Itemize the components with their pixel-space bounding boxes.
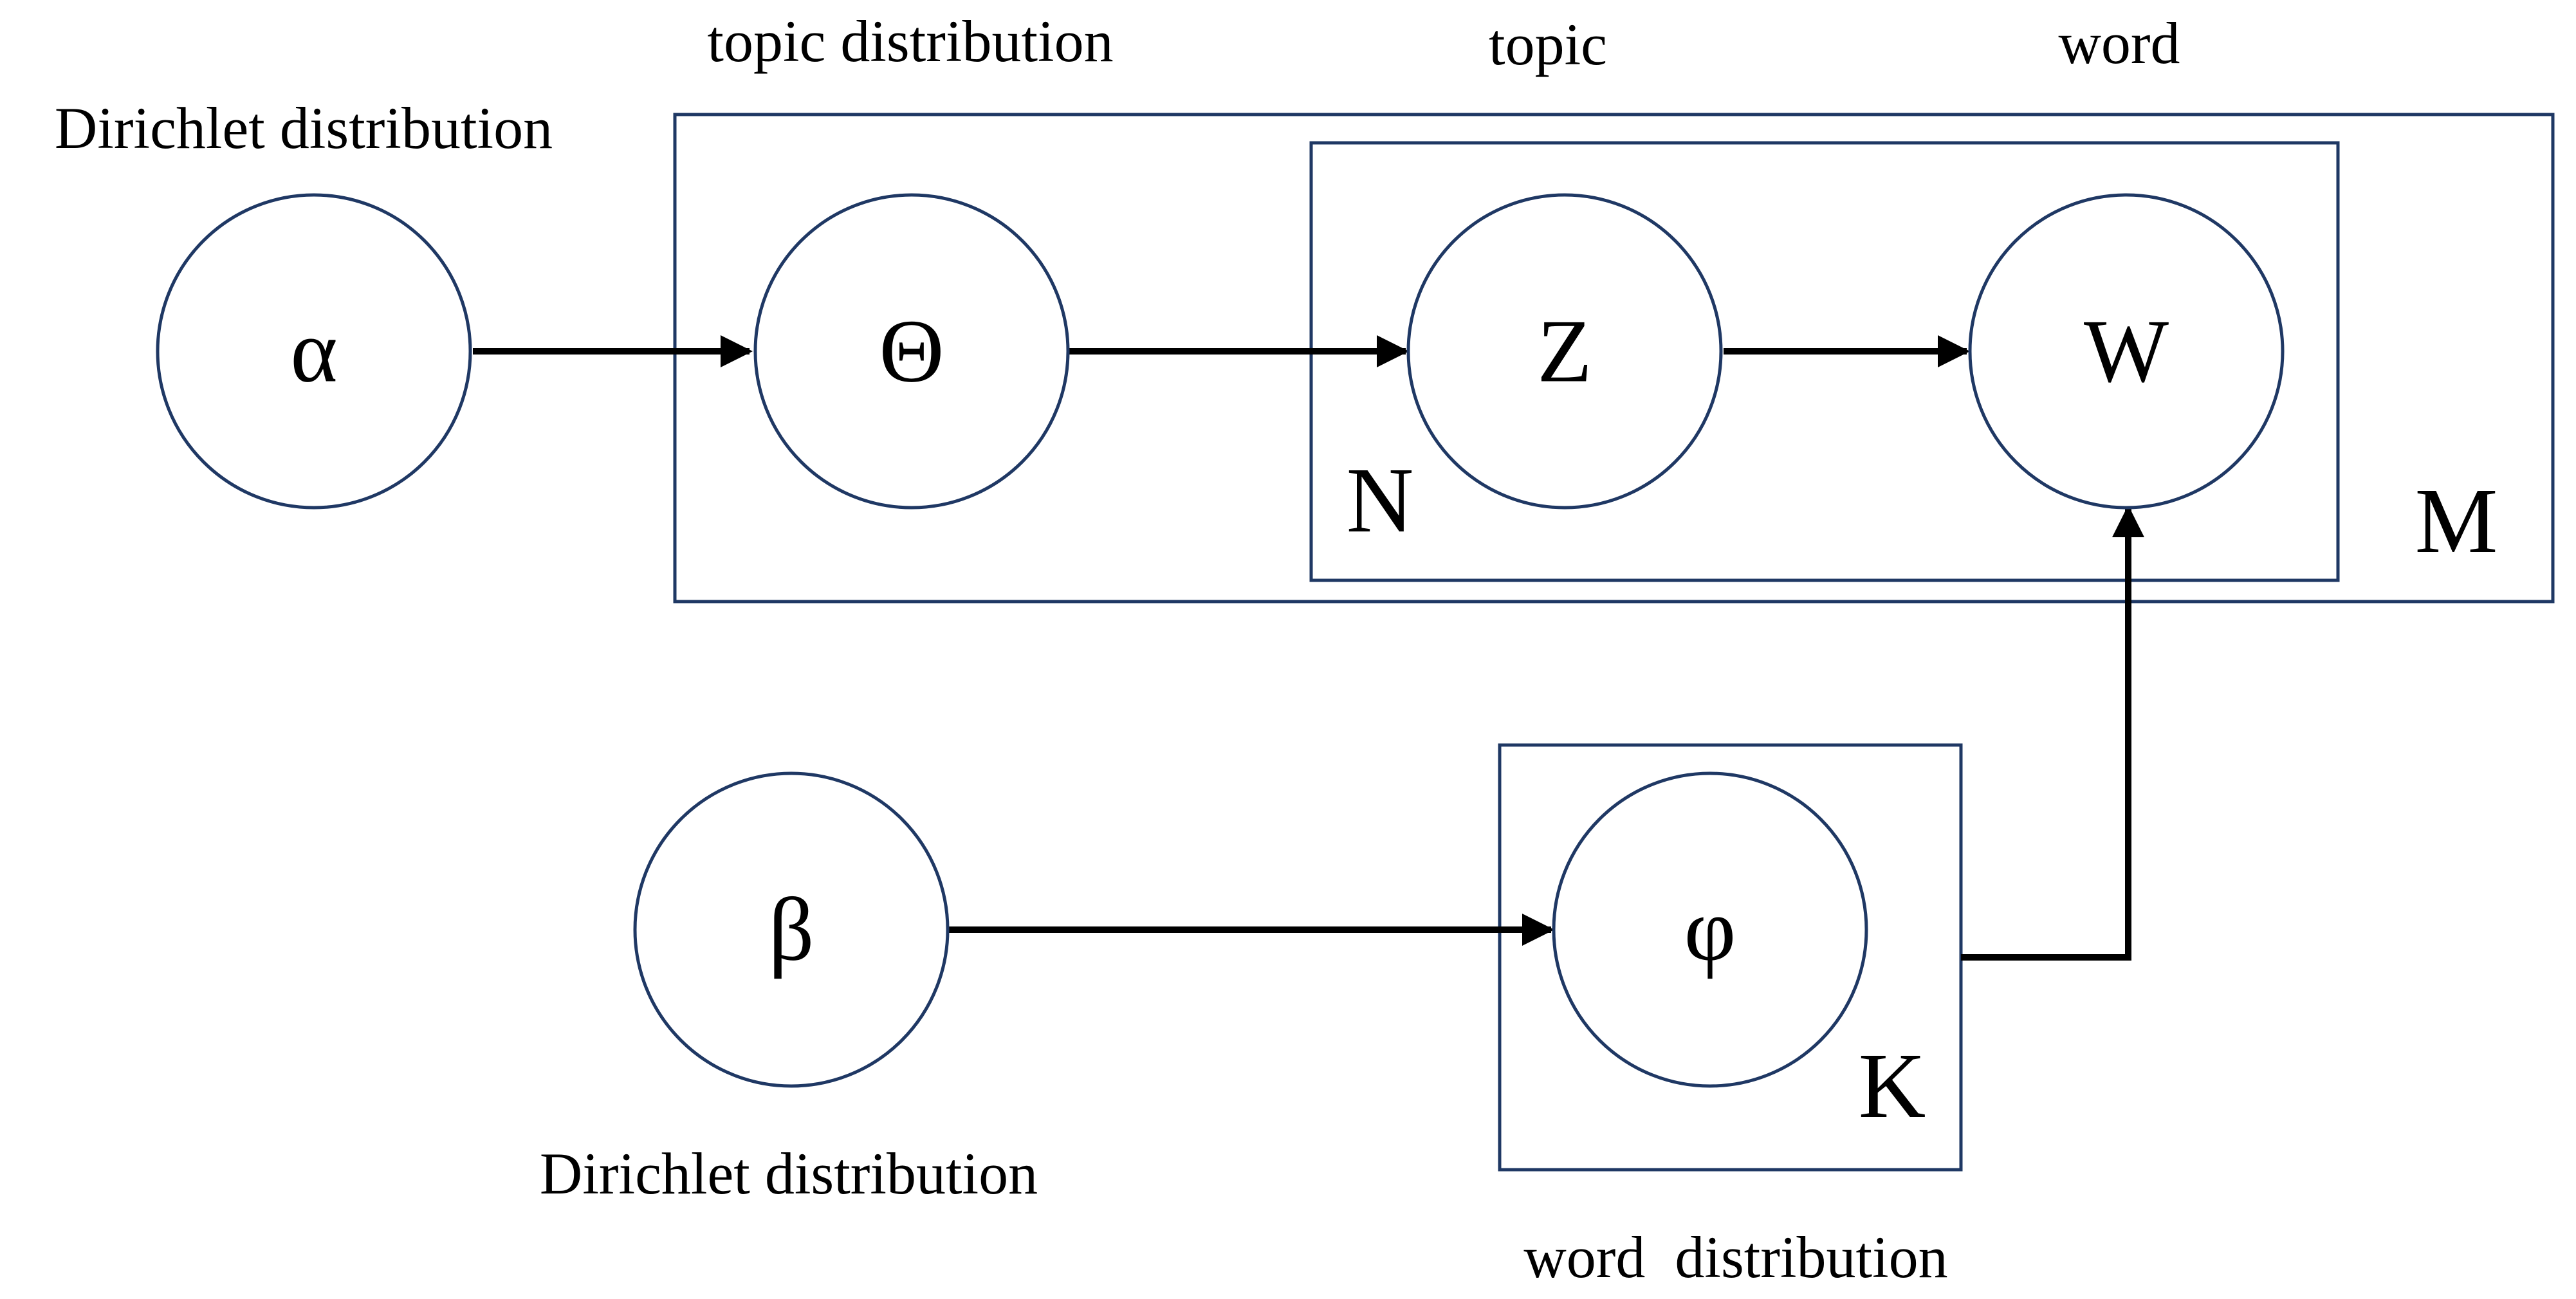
node-theta: Θ [753,193,1070,510]
node-z-symbol: Z [1537,302,1592,401]
plate-m-label: M [2415,470,2498,573]
caption-dirichlet-top: Dirichlet distribution [55,95,553,161]
node-phi: φ [1552,771,1868,1088]
node-alpha-symbol: α [290,302,337,401]
node-z: Z [1406,193,1723,510]
node-theta-symbol: Θ [879,302,944,401]
caption-topic: topic [1489,12,1607,77]
plate-m [673,113,2555,603]
plate-n-label: N [1347,449,1414,552]
node-beta-symbol: β [768,880,814,980]
node-w-symbol: W [2084,302,2169,401]
caption-dirichlet-bottom: Dirichlet distribution [540,1141,1038,1206]
caption-topic-distribution: topic distribution [707,8,1113,74]
node-phi-symbol: φ [1684,880,1736,980]
node-w: W [1968,193,2285,510]
caption-word-distribution: word distribution [1523,1224,1947,1290]
edge-phi-w [1961,505,2144,961]
plate-n [1309,141,2340,582]
node-beta: β [633,771,950,1088]
plate-k-label: K [1859,1035,1926,1138]
caption-word: word [2058,10,2180,76]
node-alpha: α [156,193,472,510]
